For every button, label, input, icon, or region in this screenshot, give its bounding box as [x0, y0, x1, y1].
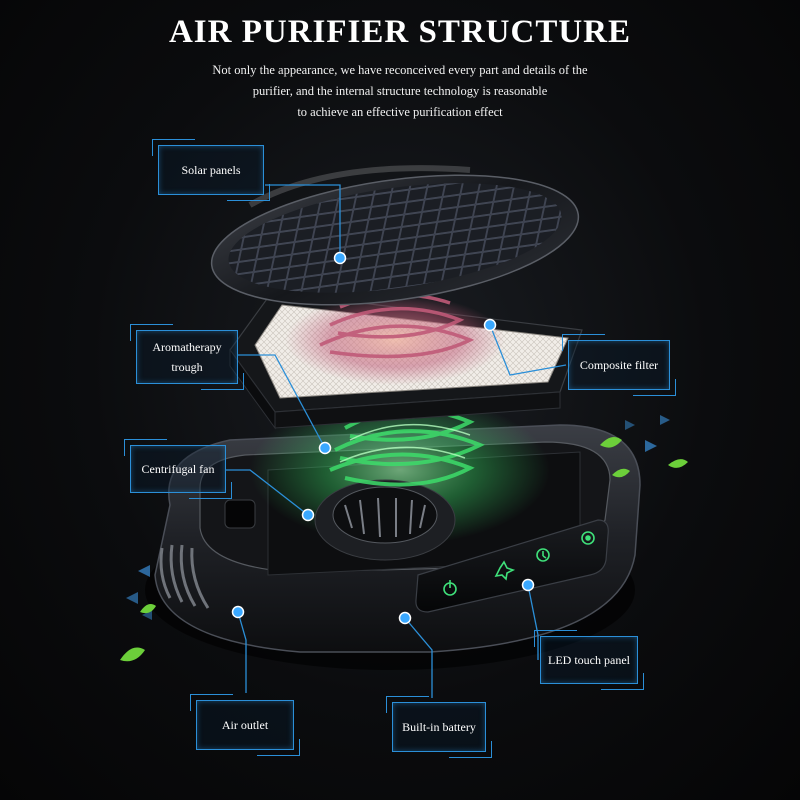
timer-icon [536, 548, 550, 562]
page-subtitle: Not only the appearance, we have reconce… [150, 60, 650, 123]
dot-centrifugal-fan [301, 508, 315, 522]
centrifugal-fan [250, 390, 550, 561]
dot-composite-filter [483, 318, 497, 332]
label-composite-filter: Composite filter [579, 358, 659, 372]
subtitle-line-1: Not only the appearance, we have reconce… [212, 63, 588, 77]
label-centrifugal-fan: Centrifugal fan [141, 462, 215, 476]
composite-filter-tray [229, 291, 583, 430]
leader-built-in-battery [404, 617, 433, 698]
page-title: AIR PURIFIER STRUCTURE [168, 14, 632, 50]
dot-built-in-battery [398, 611, 412, 625]
leader-lines [225, 184, 567, 698]
airflow-decoration [120, 415, 688, 662]
callout-aromatherapy-trough: Aromatherapy trough [130, 324, 244, 390]
leader-led-touch-panel [527, 584, 539, 660]
callout-composite-filter: Composite filter [562, 334, 676, 396]
label-aromatherapy-trough-line2: trough [171, 360, 203, 374]
callout-dots [231, 251, 535, 625]
subtitle-line-3: to achieve an effective purification eff… [297, 105, 503, 119]
dot-led-touch-panel [521, 578, 535, 592]
leader-solar-panels [265, 184, 341, 258]
led-panel [415, 519, 609, 613]
callout-air-outlet: Air outlet [190, 694, 300, 756]
ion-icon [581, 531, 595, 545]
callout-solar-panels: Solar panels [152, 139, 270, 201]
label-air-outlet: Air outlet [221, 718, 269, 732]
fan-icon [494, 560, 516, 581]
leader-composite-filter [489, 324, 567, 376]
subtitle-line-2: purifier, and the internal structure tec… [252, 84, 548, 98]
solar-panel-cover [210, 165, 580, 306]
power-icon [443, 580, 457, 596]
leader-air-outlet [237, 611, 247, 693]
label-built-in-battery: Built-in battery [402, 720, 476, 734]
label-led-touch-panel: LED touch panel [548, 653, 630, 667]
air-outlet-vents [159, 544, 210, 609]
callout-led-touch-panel: LED touch panel [534, 630, 644, 690]
dot-solar-panels [333, 251, 347, 265]
dot-air-outlet [231, 605, 245, 619]
callout-built-in-battery: Built-in battery [386, 696, 492, 758]
callout-centrifugal-fan: Centrifugal fan [124, 439, 232, 499]
label-aromatherapy-trough-line1: Aromatherapy [152, 340, 222, 354]
label-solar-panels: Solar panels [181, 163, 241, 177]
leaf-icon [120, 436, 688, 662]
leader-aromatherapy-trough [238, 354, 326, 449]
leader-centrifugal-fan [225, 469, 309, 516]
dot-aromatherapy-trough [318, 441, 332, 455]
